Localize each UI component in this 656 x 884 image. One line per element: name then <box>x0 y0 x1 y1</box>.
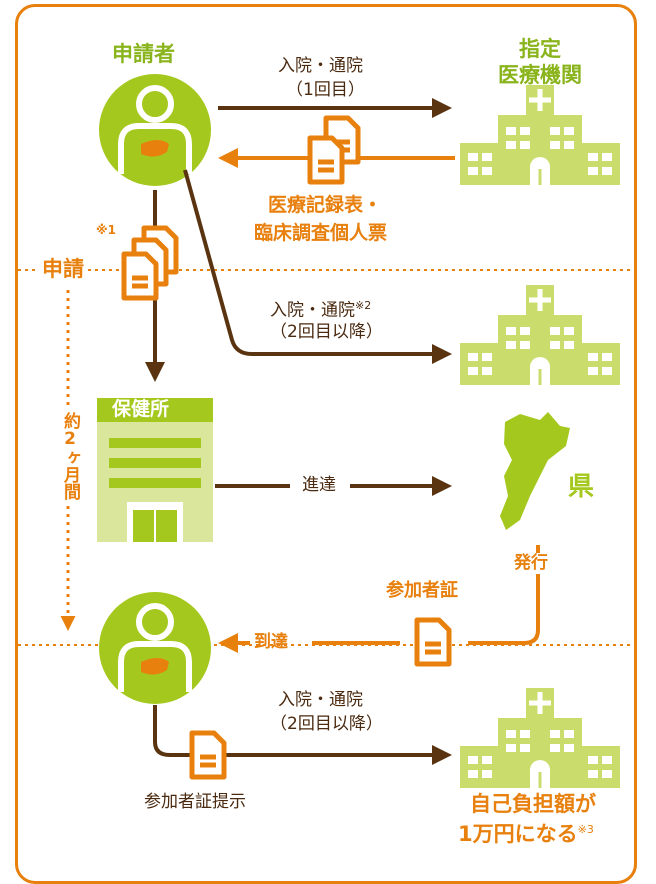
prefecture-label: 県 <box>568 472 595 502</box>
arrival-label: 到達 <box>254 632 288 652</box>
application-label: 申請 <box>38 259 88 280</box>
later-visit-text: 入院・通院 <box>270 300 355 321</box>
prefecture-map-icon <box>500 412 570 530</box>
certificate-label: 参加者証 <box>386 580 458 601</box>
visit-after-line2: （2回目以降） <box>270 714 383 734</box>
visit-after-line1: 入院・通院 <box>278 690 363 710</box>
applicant-label: 申請者 <box>112 42 175 66</box>
forward-label: 進達 <box>302 475 336 495</box>
first-visit-line2: （1回目） <box>286 80 365 100</box>
later-visit-line2: （2回目以降） <box>270 322 383 342</box>
period-label: 約2ヶ月間 <box>58 410 83 502</box>
arrow-issue-line <box>468 545 540 645</box>
applicant-person-icon <box>99 74 211 186</box>
present-cert-doc-icon <box>192 733 224 777</box>
docs-label-line2: 臨床調査個人票 <box>254 222 388 244</box>
first-visit-line1: 入院・通院 <box>278 56 363 76</box>
application-docs-icon <box>124 228 176 298</box>
certificate-doc-icon <box>417 620 449 664</box>
note2-mark: ※2 <box>355 299 372 312</box>
later-visit-line1: 入院・通院※2 <box>270 300 371 320</box>
result-line2: 1万円になる※3 <box>458 824 594 845</box>
note1-mark: ※1 <box>96 223 117 237</box>
hospital-label: 指定 医療機関 <box>498 37 582 88</box>
arrow-present-cert <box>153 705 452 765</box>
applicant-person-icon-2 <box>99 592 211 704</box>
arrow-later-visit <box>183 169 452 364</box>
result-line1: 自己負担額が <box>470 792 596 816</box>
present-cert-label: 参加者証提示 <box>144 792 246 812</box>
docs-label-line1: 医療記録表・ <box>268 194 383 216</box>
health-center-icon <box>97 398 213 542</box>
hospital-icon-2 <box>460 285 620 385</box>
note3-mark: ※3 <box>577 823 594 836</box>
hospital-icon <box>460 85 620 185</box>
issue-label: 発行 <box>514 553 548 574</box>
docs-icon <box>310 118 358 182</box>
result-line2-text: 1万円になる <box>458 822 578 846</box>
hospital-icon-3 <box>460 688 620 788</box>
health-center-label: 保健所 <box>112 398 170 420</box>
